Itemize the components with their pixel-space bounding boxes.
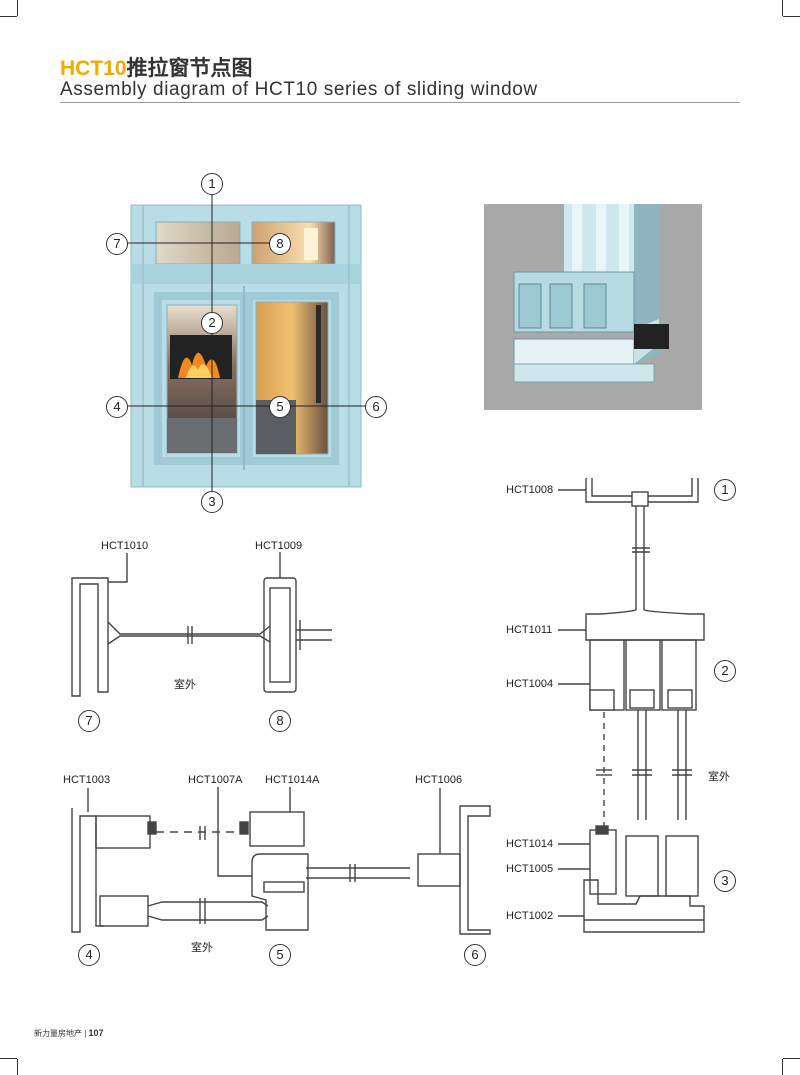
profile-cutaway-image xyxy=(484,204,702,410)
callout-8: 8 xyxy=(269,233,291,255)
crop-mark xyxy=(782,1059,783,1075)
page-number: 107 xyxy=(88,1028,104,1038)
part-label-hct1005: HCT1005 xyxy=(506,863,554,875)
part-label-hct1010: HCT1010 xyxy=(101,540,149,552)
page-footer: 新力量房地产 | 107 xyxy=(34,1028,104,1038)
page-subtitle: Assembly diagram of HCT10 series of slid… xyxy=(60,79,538,100)
outdoor-label: 室外 xyxy=(174,679,196,691)
part-label-hct1014: HCT1014 xyxy=(506,838,554,850)
title-chinese: 推拉窗节点图 xyxy=(126,57,253,80)
crop-mark xyxy=(783,16,800,17)
crop-mark xyxy=(0,1058,17,1059)
callout-7: 7 xyxy=(106,233,128,255)
profile-photo xyxy=(484,204,702,410)
part-label-hct1007a: HCT1007A xyxy=(188,774,243,786)
crop-mark xyxy=(17,0,18,16)
title-rule xyxy=(60,102,740,103)
page-title: HCT10推拉窗节点图 xyxy=(60,52,253,82)
crop-mark xyxy=(782,0,783,16)
crop-mark xyxy=(0,16,17,17)
section-label-8: 8 xyxy=(269,710,291,732)
part-label-hct1006: HCT1006 xyxy=(415,774,463,786)
section-label-6: 6 xyxy=(464,944,486,966)
crop-mark xyxy=(783,1058,800,1059)
section-label-4: 4 xyxy=(78,944,100,966)
section-label-1: 1 xyxy=(714,479,736,501)
crop-mark xyxy=(17,1059,18,1075)
outdoor-label: 室外 xyxy=(708,771,730,783)
footer-brand: 新力量房地产 xyxy=(34,1029,82,1038)
part-label-hct1002: HCT1002 xyxy=(506,910,554,922)
part-label-hct1011: HCT1011 xyxy=(506,624,553,636)
callout-2: 2 xyxy=(201,312,223,334)
section-label-2: 2 xyxy=(714,660,736,682)
section-label-7: 7 xyxy=(78,710,100,732)
outdoor-label: 室外 xyxy=(191,942,213,954)
callout-6: 6 xyxy=(365,396,387,418)
section-label-5: 5 xyxy=(269,944,291,966)
part-label-hct1009: HCT1009 xyxy=(255,540,303,552)
part-label-hct1003: HCT1003 xyxy=(63,774,111,786)
part-label-hct1014a: HCT1014A xyxy=(265,774,320,786)
callout-4: 4 xyxy=(106,396,128,418)
callout-1: 1 xyxy=(201,173,223,195)
callout-5: 5 xyxy=(269,396,291,418)
part-label-hct1004: HCT1004 xyxy=(506,678,554,690)
title-code: HCT10 xyxy=(60,57,127,80)
callout-3: 3 xyxy=(201,491,223,513)
section-label-3: 3 xyxy=(714,870,736,892)
part-label-hct1008: HCT1008 xyxy=(506,484,554,496)
